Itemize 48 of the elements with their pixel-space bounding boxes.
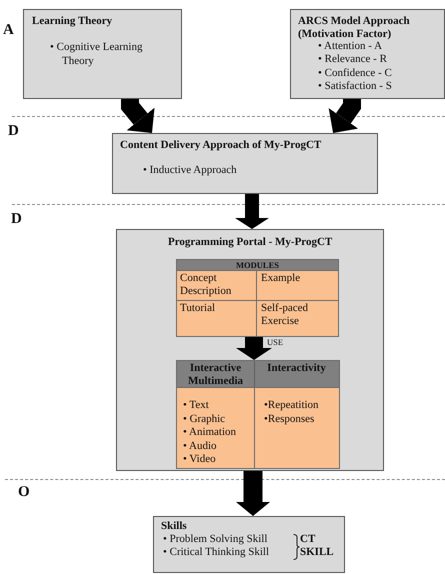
box-heading: Skills — [161, 520, 187, 533]
edge-label: USE — [266, 337, 284, 347]
box-heading: Programming Portal - My-ProgCT — [168, 236, 332, 249]
bullet-item: • Confidence - C — [318, 66, 392, 80]
bullet-item: • Cognitive Learning Theory — [50, 41, 144, 68]
bullet-item: • Attention - A — [318, 40, 382, 54]
skills-box — [153, 516, 345, 573]
section-letter: O — [18, 484, 30, 501]
media-table — [176, 360, 340, 469]
model-box — [290, 9, 445, 99]
bullet-item: • Critical Thinking Skill — [163, 546, 270, 559]
bullet-item: • Text — [183, 399, 210, 412]
block-arrow — [236, 471, 270, 516]
table-cell — [177, 300, 257, 336]
approach-box — [112, 133, 378, 194]
bullet-item: • Satisfaction - S — [318, 80, 392, 94]
column-heading: Interactivity — [267, 361, 326, 376]
box-heading: ARCS Model Approach (Motivation Factor) — [298, 15, 411, 40]
bullet-item: • Graphic — [183, 412, 226, 426]
table-cell — [177, 270, 257, 300]
module-name: Concept Description — [180, 272, 232, 297]
bullet-item: • Video — [183, 453, 217, 466]
bullet-item: • Audio — [183, 440, 218, 453]
box-heading: Content Delivery Approach of My-ProgCT — [120, 139, 322, 152]
bullet-item: •Responses — [264, 412, 314, 426]
portal-box — [116, 229, 384, 471]
theory-box — [23, 9, 182, 99]
table-cell — [177, 387, 255, 468]
section-letter: D — [8, 123, 19, 140]
block-arrow — [235, 194, 269, 229]
bullet-item: • Relevance - R — [318, 53, 387, 67]
module-name: Self-paced Exercise — [261, 302, 310, 327]
column-heading: Interactive Multimedia — [187, 361, 244, 387]
box-heading: Learning Theory — [32, 15, 112, 28]
modules-table — [176, 259, 339, 337]
skill-label: CT SKILL — [300, 533, 335, 559]
module-name: Example — [261, 272, 300, 284]
section-letter: A — [3, 22, 14, 39]
block-arrow — [328, 97, 361, 134]
block-arrow — [236, 337, 272, 360]
table-header: MODULES — [177, 260, 338, 270]
section-letter: D — [11, 211, 22, 228]
bullet-item: • Inductive Approach — [143, 164, 237, 177]
block-arrow — [121, 97, 155, 133]
bullet-item: • Problem Solving Skill — [163, 533, 268, 546]
bullet-item: •Repeatition — [264, 399, 319, 412]
module-name: Tutorial — [180, 302, 216, 314]
bullet-item: • Animation — [183, 426, 238, 440]
